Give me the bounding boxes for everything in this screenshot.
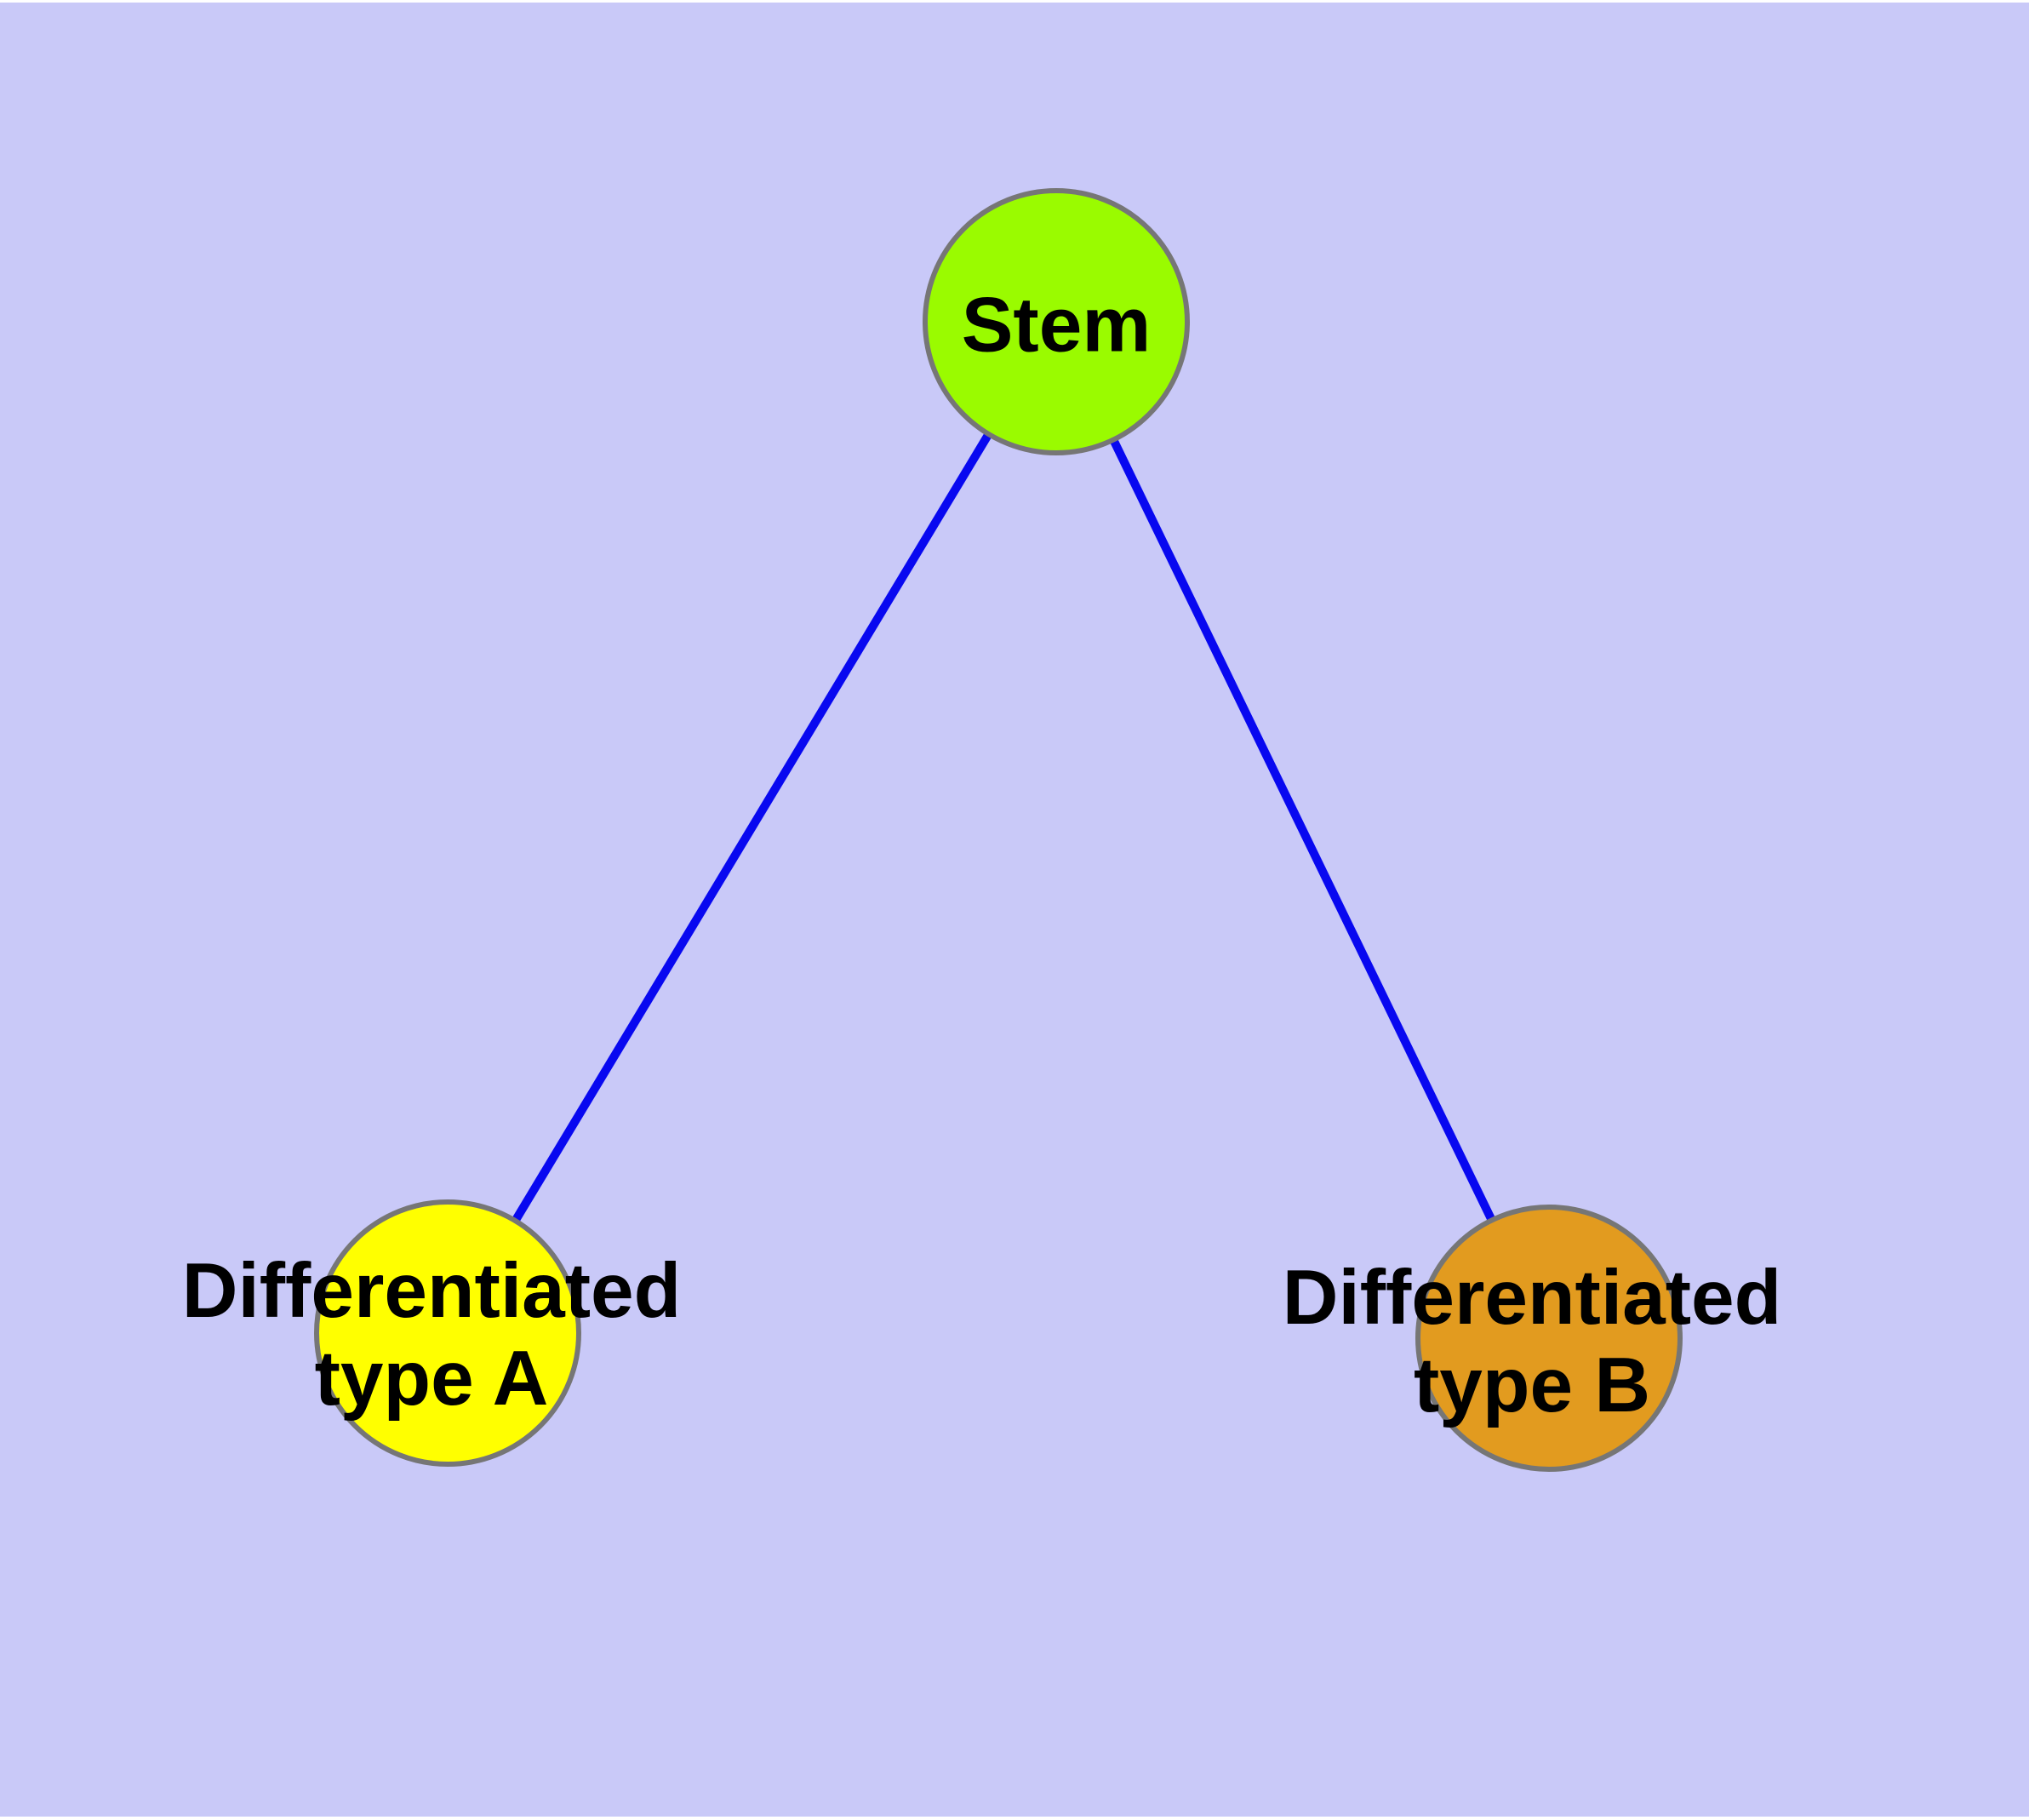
edge-stem-to-differentiated-a bbox=[443, 319, 1060, 1336]
node-circle-differentiated-b bbox=[1415, 1205, 1683, 1472]
node-circle-differentiated-a bbox=[314, 1199, 581, 1467]
node-circle-stem bbox=[923, 188, 1190, 455]
edge-stem-to-differentiated-b bbox=[1052, 319, 1553, 1341]
